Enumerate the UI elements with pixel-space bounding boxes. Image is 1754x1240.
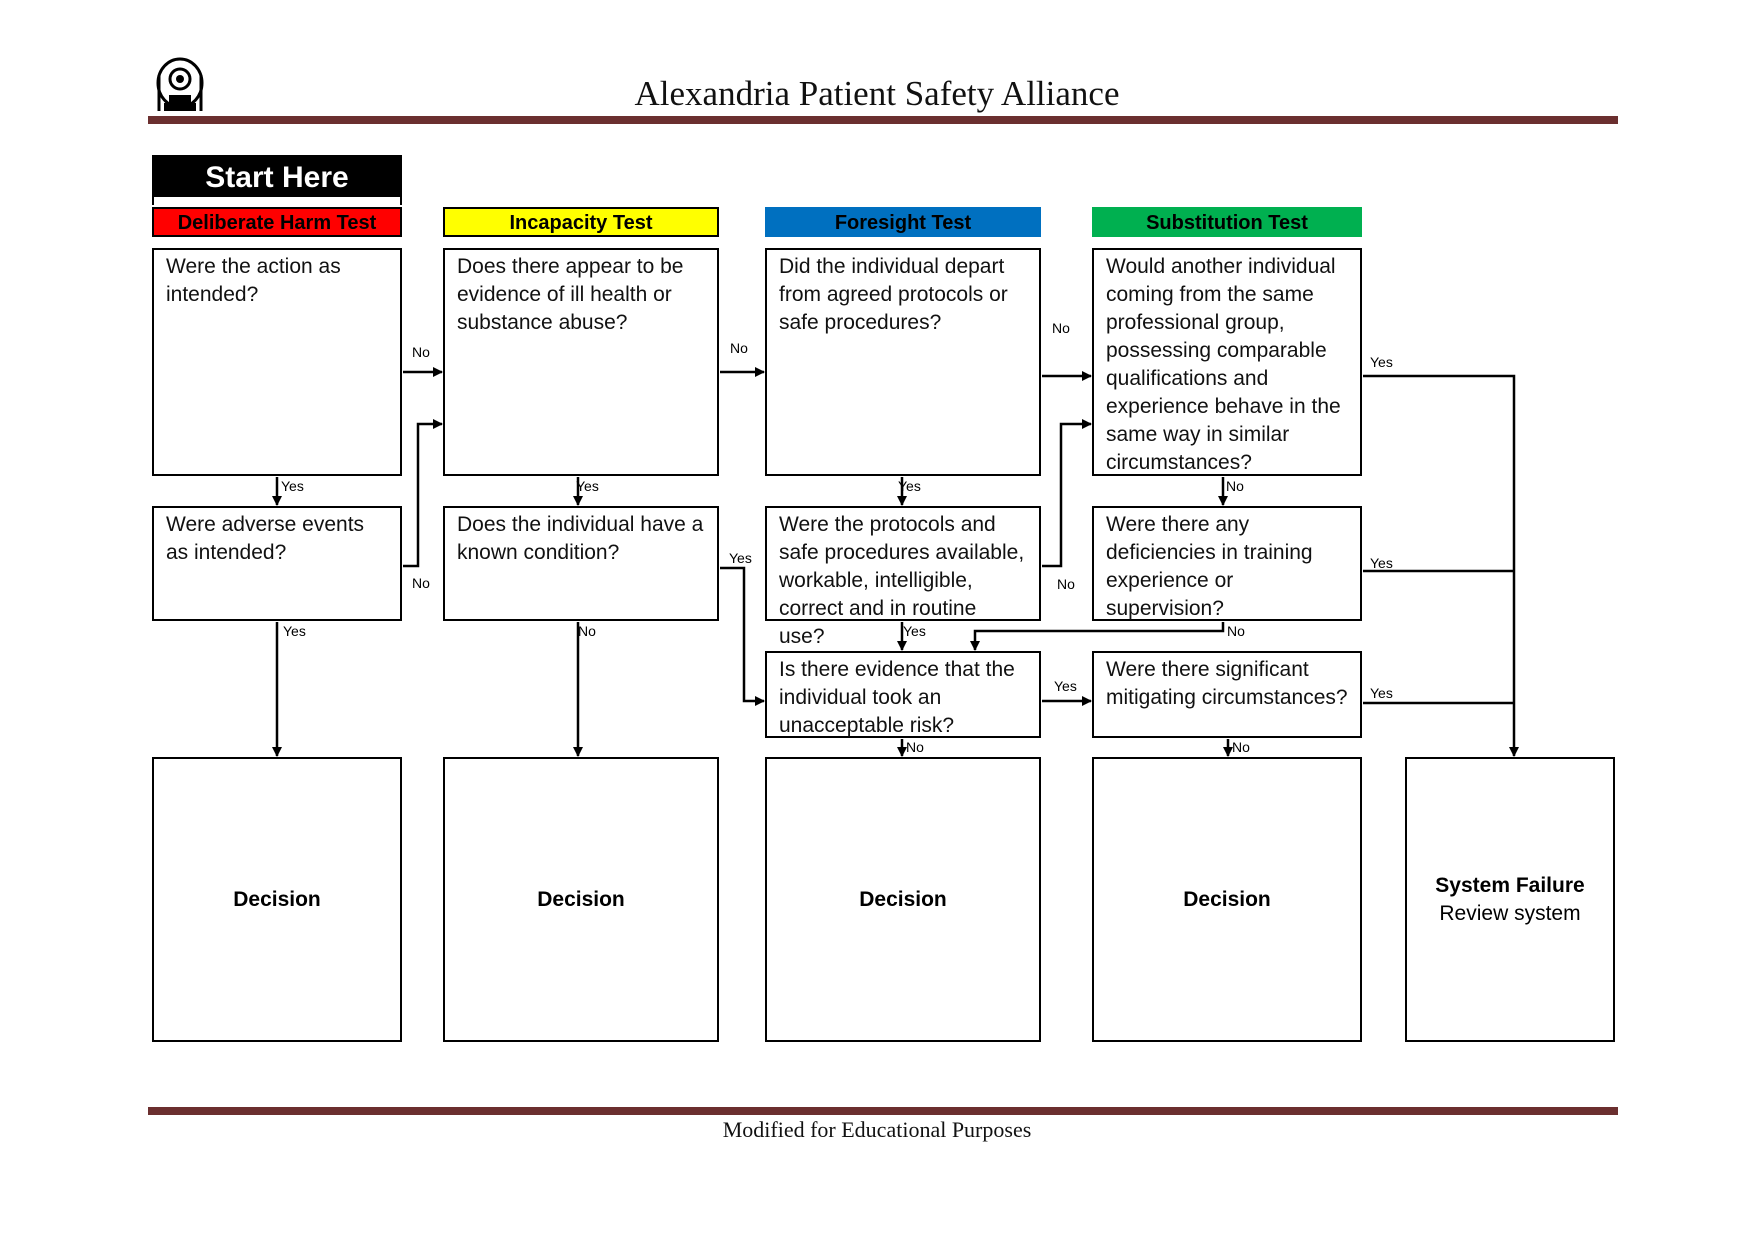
page-title: Alexandria Patient Safety Alliance xyxy=(634,74,1120,113)
edge-label-yes: Yes xyxy=(283,623,306,639)
decision-box-incapacity: Decision xyxy=(443,757,719,1042)
edge-label-yes: Yes xyxy=(898,478,921,494)
edge-label-no: No xyxy=(578,623,596,639)
question-mitigating-circumstances: Were there significant mitigating circum… xyxy=(1092,651,1362,738)
system-failure-box: System Failure Review system xyxy=(1405,757,1615,1042)
edge-label-no: No xyxy=(1052,320,1070,336)
question-training-deficiencies: Were there any deficiencies in training … xyxy=(1092,506,1362,621)
question-adverse-events-intended: Were adverse events as intended? xyxy=(152,506,402,621)
decision-label: Decision xyxy=(1183,887,1271,911)
edge-label-no: No xyxy=(906,739,924,755)
edge-label-yes: Yes xyxy=(1370,685,1393,701)
edge-label-no: No xyxy=(1227,623,1245,639)
edge-label-no: No xyxy=(1226,478,1244,494)
edge-label-no: No xyxy=(730,340,748,356)
question-unacceptable-risk: Is there evidence that the individual to… xyxy=(765,651,1041,738)
system-failure-subtitle: Review system xyxy=(1439,901,1581,925)
tab-incapacity-test: Incapacity Test xyxy=(443,207,719,237)
alliance-logo xyxy=(151,55,209,117)
question-known-condition: Does the individual have a known conditi… xyxy=(443,506,719,621)
edge-label-yes: Yes xyxy=(1370,354,1393,370)
edge-label-yes: Yes xyxy=(729,550,752,566)
system-failure-title: System Failure xyxy=(1435,873,1585,897)
question-action-intended: Were the action as intended? xyxy=(152,248,402,476)
decision-label: Decision xyxy=(859,887,947,911)
footer-text: Modified for Educational Purposes xyxy=(722,1117,1032,1142)
edge-label-no: No xyxy=(1057,576,1075,592)
decision-box-substitution: Decision xyxy=(1092,757,1362,1042)
question-depart-protocols: Did the individual depart from agreed pr… xyxy=(765,248,1041,476)
connector-q2-no xyxy=(403,419,443,568)
start-here-banner: Start Here xyxy=(152,155,402,197)
edge-label-no: No xyxy=(412,575,430,591)
tab-substitution-test: Substitution Test xyxy=(1092,207,1362,237)
decision-label: Decision xyxy=(537,887,625,911)
tab-foresight-test: Foresight Test xyxy=(765,207,1041,237)
header-rule xyxy=(148,116,1618,124)
edge-label-no: No xyxy=(1232,739,1250,755)
footer-rule xyxy=(148,1107,1618,1115)
question-ill-health: Does there appear to be evidence of ill … xyxy=(443,248,719,476)
edge-label-no: No xyxy=(412,344,430,360)
connector-q8-yes xyxy=(1363,374,1519,757)
question-protocols-available: Were the protocols and safe procedures a… xyxy=(765,506,1041,648)
edge-label-yes: Yes xyxy=(1054,678,1077,694)
edge-label-yes: Yes xyxy=(281,478,304,494)
question-substitution: Would another individual coming from the… xyxy=(1092,248,1362,476)
connector-q6-no xyxy=(1042,419,1092,568)
connector-q4-yes xyxy=(720,566,765,706)
connector-q9-no xyxy=(970,622,1225,651)
decision-box-foresight: Decision xyxy=(765,757,1041,1042)
tab-deliberate-harm-test: Deliberate Harm Test xyxy=(152,207,402,237)
edge-label-yes: Yes xyxy=(1370,555,1393,571)
edge-label-yes: Yes xyxy=(576,478,599,494)
edge-label-yes: Yes xyxy=(903,623,926,639)
decision-box-deliberate: Decision xyxy=(152,757,402,1042)
decision-label: Decision xyxy=(233,887,321,911)
start-banner-gap xyxy=(152,197,402,205)
